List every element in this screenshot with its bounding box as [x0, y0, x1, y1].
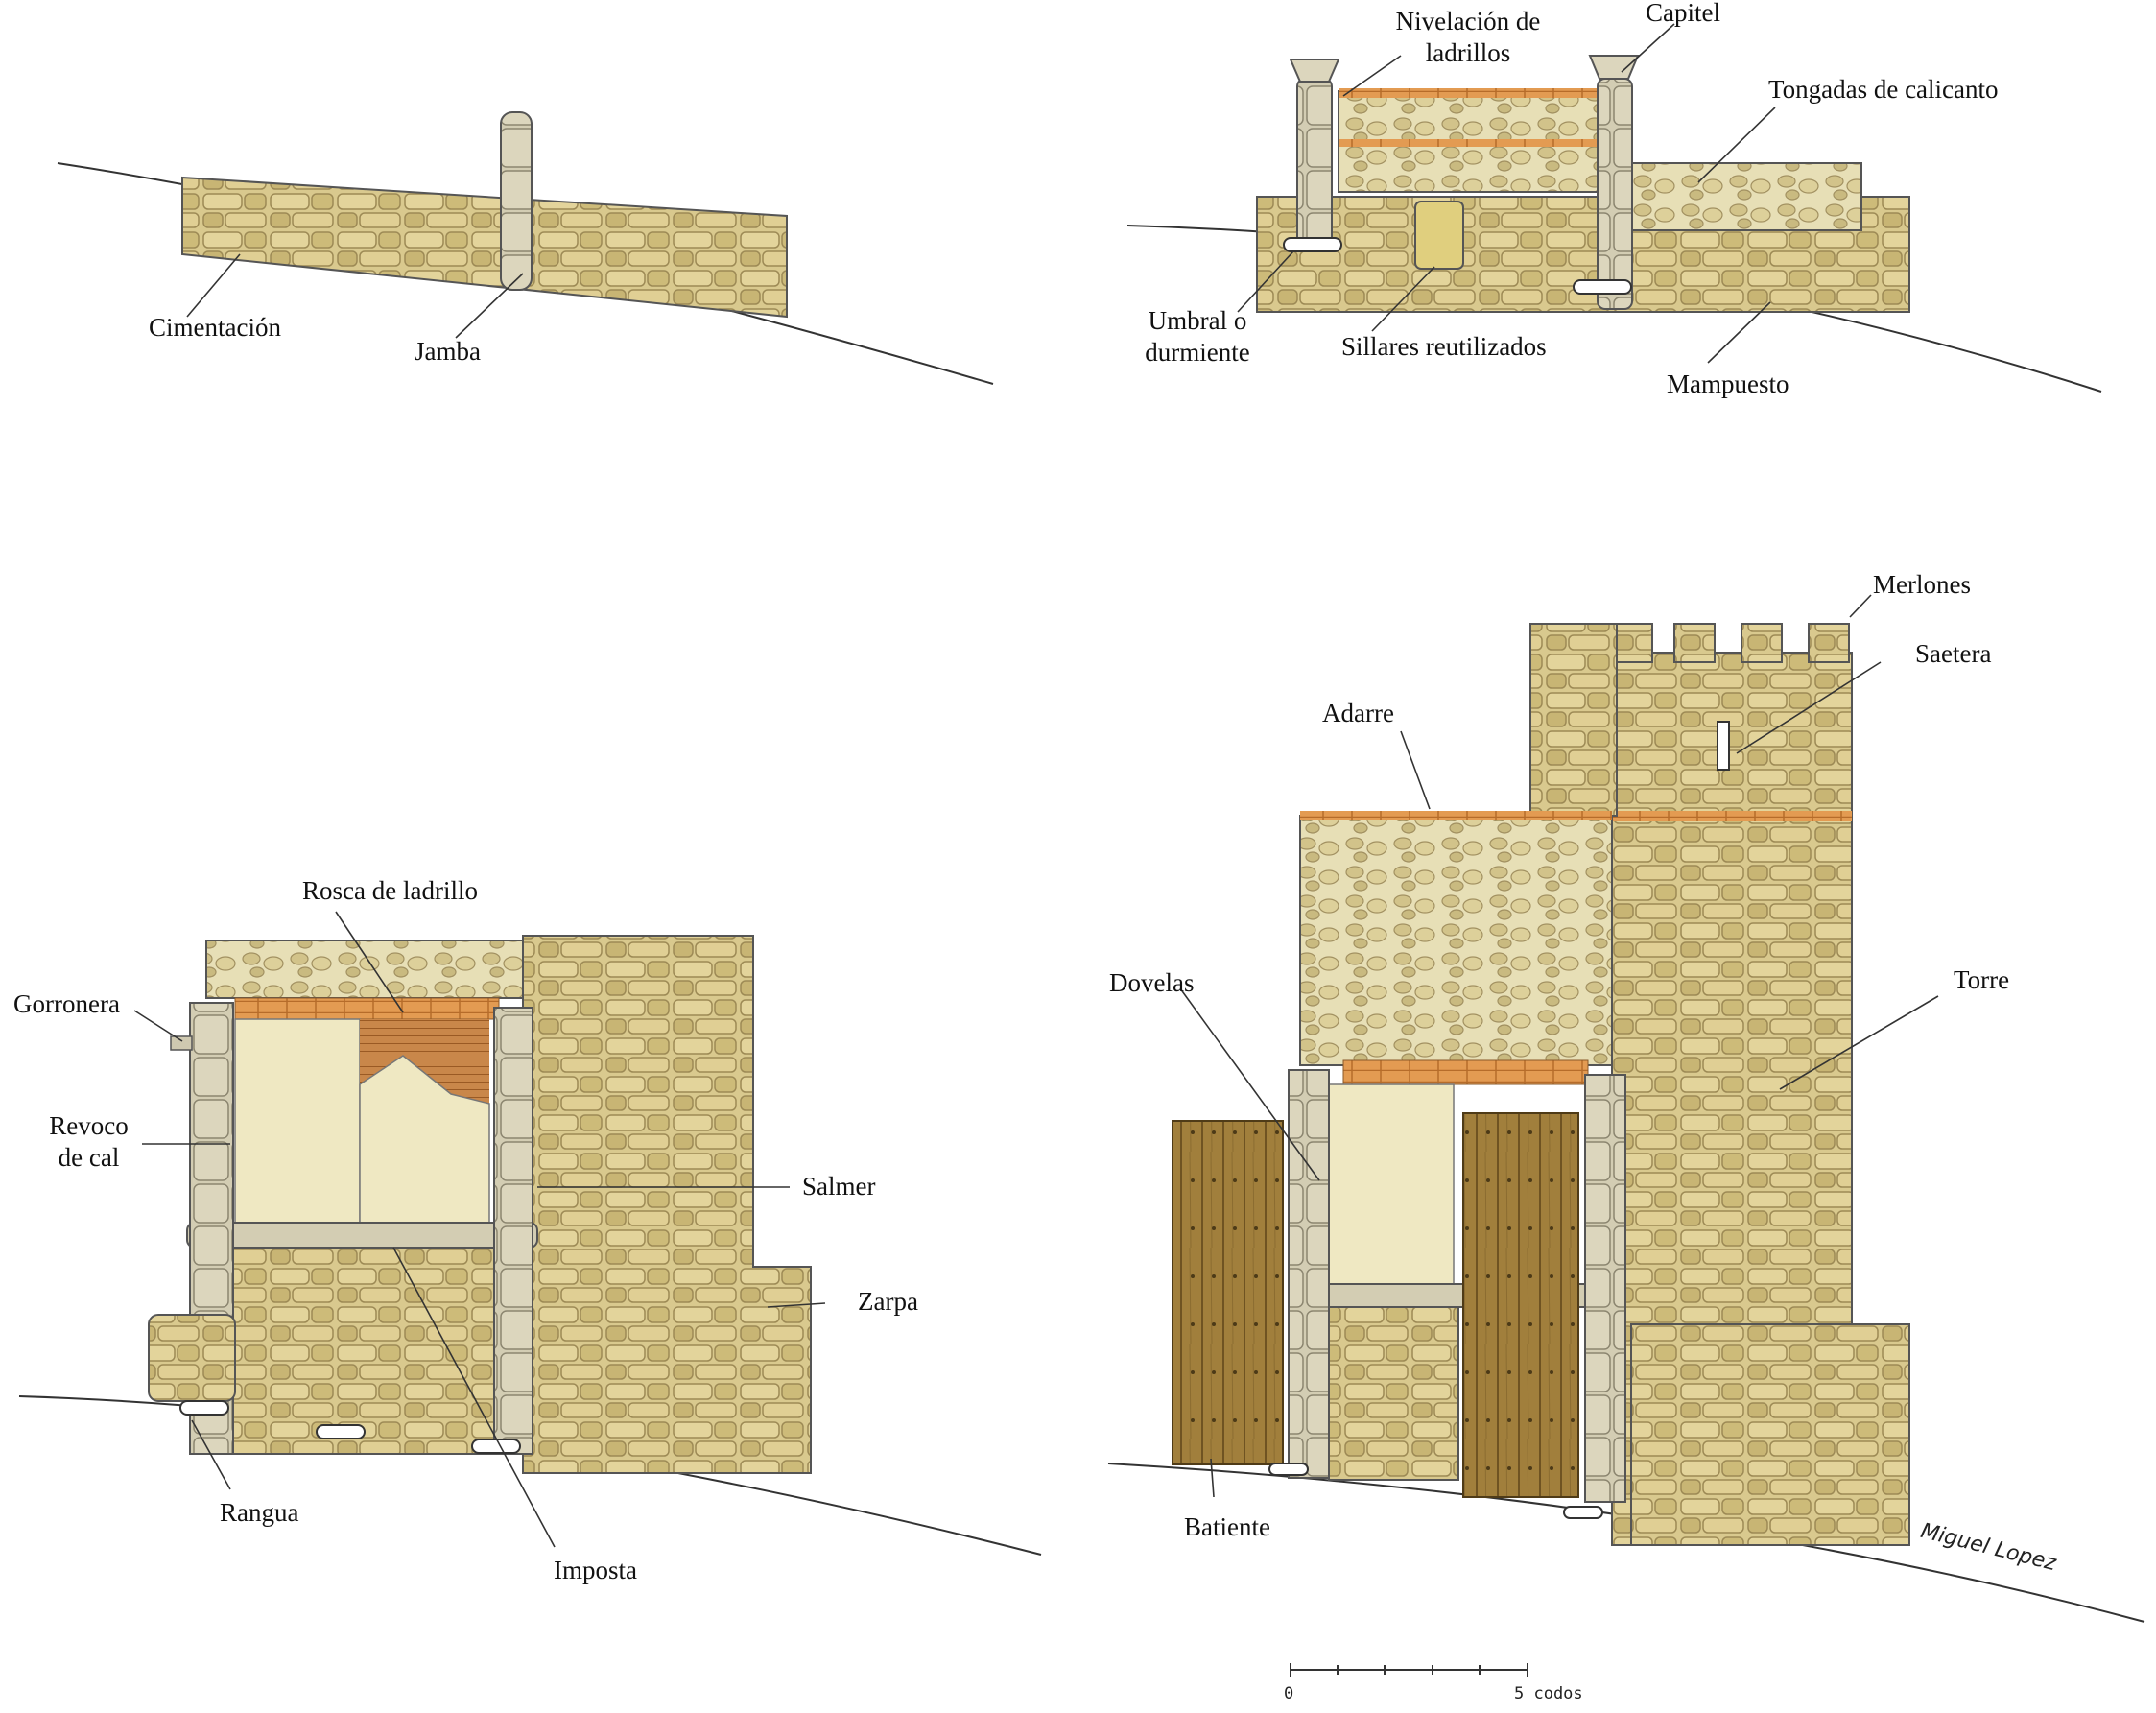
lower-masonry: [229, 1247, 500, 1455]
brick-leveling: [1339, 88, 1598, 98]
label-tongadas: Tongadas de calicanto: [1768, 75, 1999, 104]
leader-lines: [133, 23, 1939, 1548]
scale-bar: [1290, 1663, 1528, 1677]
lower-masonry: [1328, 1306, 1459, 1481]
label-sillares: Sillares reutilizados: [1341, 332, 1547, 361]
middle-pillar: [493, 1007, 533, 1455]
tower-cornice: [1612, 811, 1852, 821]
arrow-slit: [1717, 721, 1730, 771]
right-jamb: [1584, 1074, 1626, 1503]
top-calicanto: [205, 940, 524, 999]
merlon: [1611, 623, 1653, 663]
calicanto-right: [1630, 162, 1862, 231]
rangua-mid: [316, 1424, 366, 1439]
label-rosca: Rosca de ladrillo: [302, 876, 478, 905]
panel-4-tower-gate: [1107, 623, 2145, 1623]
adarve-cornice: [1300, 811, 1612, 820]
foundation-wall: [181, 176, 788, 319]
threshold-left: [1283, 237, 1342, 252]
right-pillar: [1597, 78, 1633, 310]
capital-right: [1588, 55, 1640, 80]
brick-arch-band: [234, 997, 500, 1020]
door-leaf-open: [1172, 1120, 1284, 1465]
label-imposta: Imposta: [554, 1556, 637, 1584]
label-adarre: Adarre: [1322, 699, 1394, 727]
merlon: [1741, 623, 1783, 663]
rangua-right: [471, 1439, 521, 1454]
label-saetera: Saetera: [1915, 639, 1992, 668]
right-wall: [522, 935, 812, 1474]
brick-band: [1342, 1059, 1589, 1085]
label-torre: Torre: [1954, 965, 2010, 994]
scale-end-label: 5 codos: [1514, 1684, 1583, 1703]
reused-ashlar: [1414, 201, 1464, 270]
brick-leveling: [1339, 139, 1598, 147]
panel-2-gate-wall: [1126, 55, 2102, 393]
label-jamba: Jamba: [415, 337, 481, 366]
rangua-left: [179, 1400, 229, 1416]
tower-base-plinth: [1630, 1323, 1910, 1546]
pivot-left: [1268, 1463, 1309, 1476]
tower-top: [1611, 652, 1853, 817]
jamb-post: [500, 111, 533, 291]
left-pillar: [1296, 78, 1333, 248]
step-wall: [1529, 623, 1618, 817]
scale-start-label: 0: [1284, 1684, 1294, 1703]
label-rangua: Rangua: [220, 1498, 299, 1527]
upper-calicanto: [1299, 815, 1613, 1066]
label-revoco: Revoco de cal: [49, 1111, 129, 1172]
pivot-stone: [170, 1035, 193, 1051]
lime-render-left: [234, 1018, 361, 1224]
label-mampuesto: Mampuesto: [1667, 369, 1789, 398]
label-gorronera: Gorronera: [13, 989, 120, 1018]
label-merlones: Merlones: [1873, 570, 1971, 599]
left-jamb: [1288, 1069, 1330, 1479]
impost-beam: [186, 1222, 538, 1249]
panel-1-foundation: [57, 111, 994, 385]
capital-left: [1289, 59, 1340, 83]
lime-render: [1328, 1083, 1455, 1287]
door-leaf-closed: [1462, 1112, 1579, 1498]
label-zarpa: Zarpa: [858, 1287, 918, 1316]
pivot-right: [1563, 1506, 1603, 1519]
label-dovelas: Dovelas: [1109, 968, 1195, 997]
panel-3-arched-gate: [18, 935, 1042, 1556]
label-cimentacion: Cimentación: [149, 313, 281, 342]
merlon: [1808, 623, 1850, 663]
label-umbral: Umbral o durmiente: [1145, 306, 1250, 367]
left-plinth: [148, 1314, 236, 1402]
threshold-right: [1573, 279, 1632, 295]
merlon: [1673, 623, 1716, 663]
label-batiente: Batiente: [1184, 1512, 1270, 1541]
label-capitel: Capitel: [1646, 0, 1720, 27]
label-nivelacion: Nivelación de ladrillos: [1395, 7, 1541, 67]
label-salmer: Salmer: [802, 1172, 876, 1201]
